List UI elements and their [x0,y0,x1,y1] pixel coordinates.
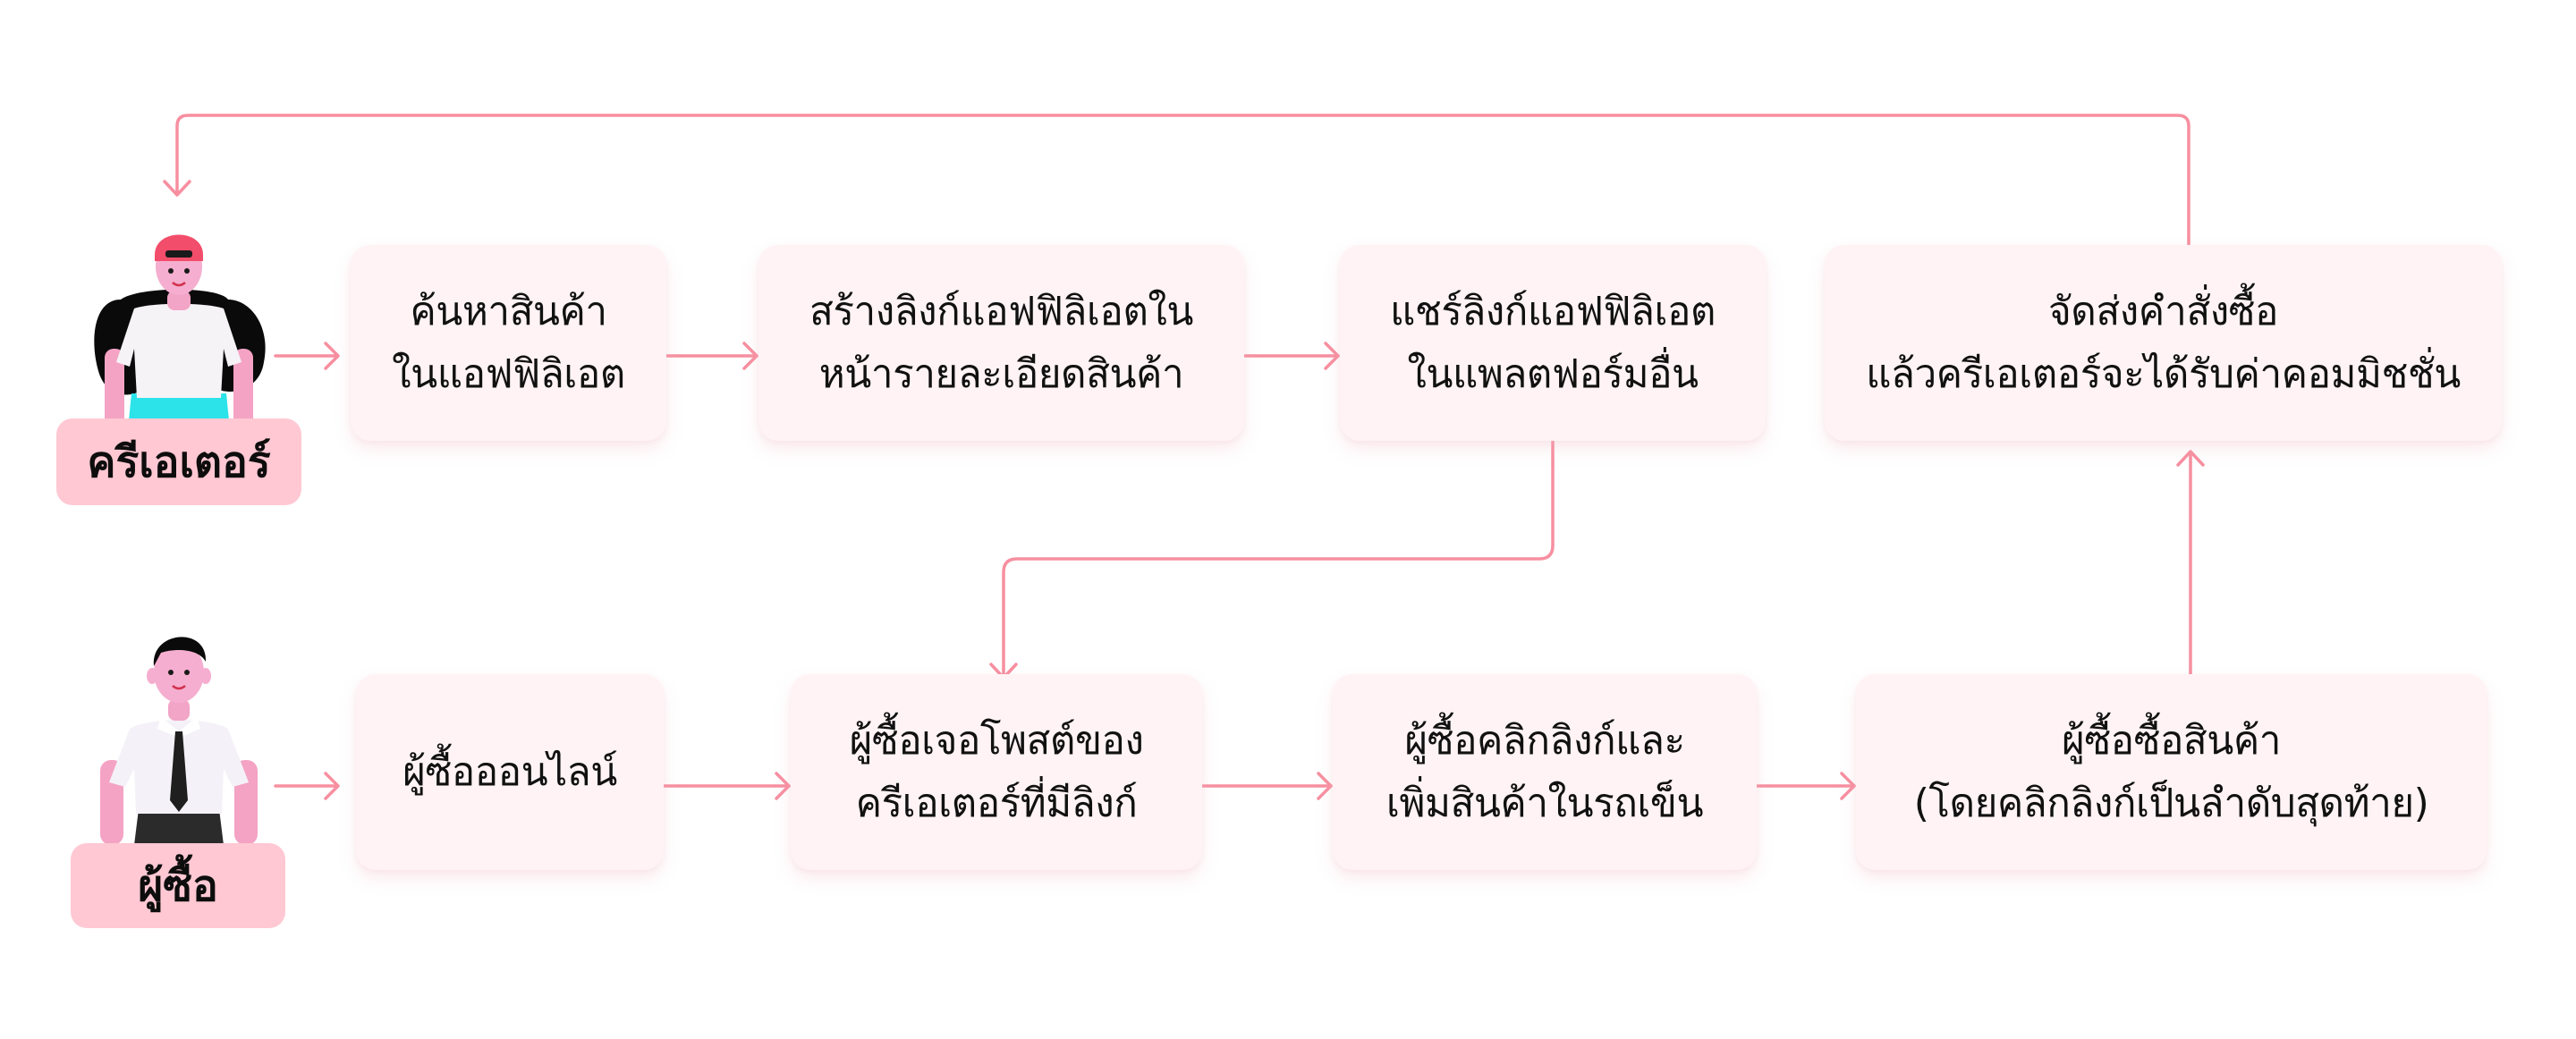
step-create-link: สร้างลิงก์แอฟฟิลิเอตใน หน้ารายละเอียดสิน… [758,245,1244,441]
arrowhead-right [1317,772,1333,800]
arrowhead-right [742,342,758,370]
step-line: ครีเอเตอร์ที่มีลิงก์ [855,780,1138,826]
step-click-add-cart: ผู้ซื้อคลิกลิงก์และ เพิ่มสินค้าในรถเข็น [1333,674,1757,870]
connector-ship-order-to-creator [175,114,2190,246]
step-line: ผู้ซื้อเจอโพสต์ของ [849,717,1144,764]
step-line: แชร์ลิงก์แอฟฟิลิเอต [1389,288,1716,334]
arrowhead-right [775,772,791,800]
step-line: ในแอฟฟิลิเอต [392,351,625,397]
step-line: (โดยคลิกลิงก์เป็นลำดับสุดท้าย) [1913,780,2429,826]
connector-share-to-see-post [1002,439,1555,679]
buyer-badge: ผู้ซื้อ [71,843,285,928]
step-line: จัดส่งคำสั่งซื้อ [2048,288,2278,334]
step-ship-order: จัดส่งคำสั่งซื้อ แล้วครีเอเตอร์จะได้รับค… [1825,245,2502,441]
step-share-link: แชร์ลิงก์แอฟฟิลิเอต ในแพลตฟอร์มอื่น [1340,245,1766,441]
arrowhead-right [1840,772,1856,800]
creator-avatar-icon [94,234,266,429]
arrowhead-right [324,772,340,800]
arrowhead-right [1324,342,1340,370]
step-line: แล้วครีเอเตอร์จะได้รับค่าคอมมิชชั่น [1866,351,2461,397]
step-online-buyer: ผู้ซื้อออนไลน์ [356,674,664,870]
arrowhead-right [324,342,340,370]
arrowhead-up [2176,450,2205,467]
step-search-product: ค้นหาสินค้า ในแอฟฟิลิเอต [351,245,666,441]
creator-avatar [85,215,273,429]
step-line: ผู้ซื้อซื้อสินค้า [2062,717,2281,764]
step-see-post: ผู้ซื้อเจอโพสต์ของ ครีเอเตอร์ที่มีลิงก์ [791,674,1202,870]
step-line: หน้ารายละเอียดสินค้า [818,351,1184,397]
buyer-avatar [89,617,268,845]
step-line: ผู้ซื้อออนไลน์ [402,748,617,795]
step-line: เพิ่มสินค้าในรถเข็น [1385,780,1704,826]
buyer-avatar-icon [100,637,258,845]
step-purchase: ผู้ซื้อซื้อสินค้า (โดยคลิกลิงก์เป็นลำดับ… [1856,674,2487,870]
step-line: ค้นหาสินค้า [410,288,607,334]
arrowhead-down-creator [163,180,191,197]
creator-badge: ครีเอเตอร์ [56,418,301,505]
step-line: ผู้ซื้อคลิกลิงก์และ [1404,717,1685,764]
step-line: สร้างลิงก์แอฟฟิลิเอตใน [809,288,1193,334]
step-line: ในแพลตฟอร์มอื่น [1407,351,1699,397]
